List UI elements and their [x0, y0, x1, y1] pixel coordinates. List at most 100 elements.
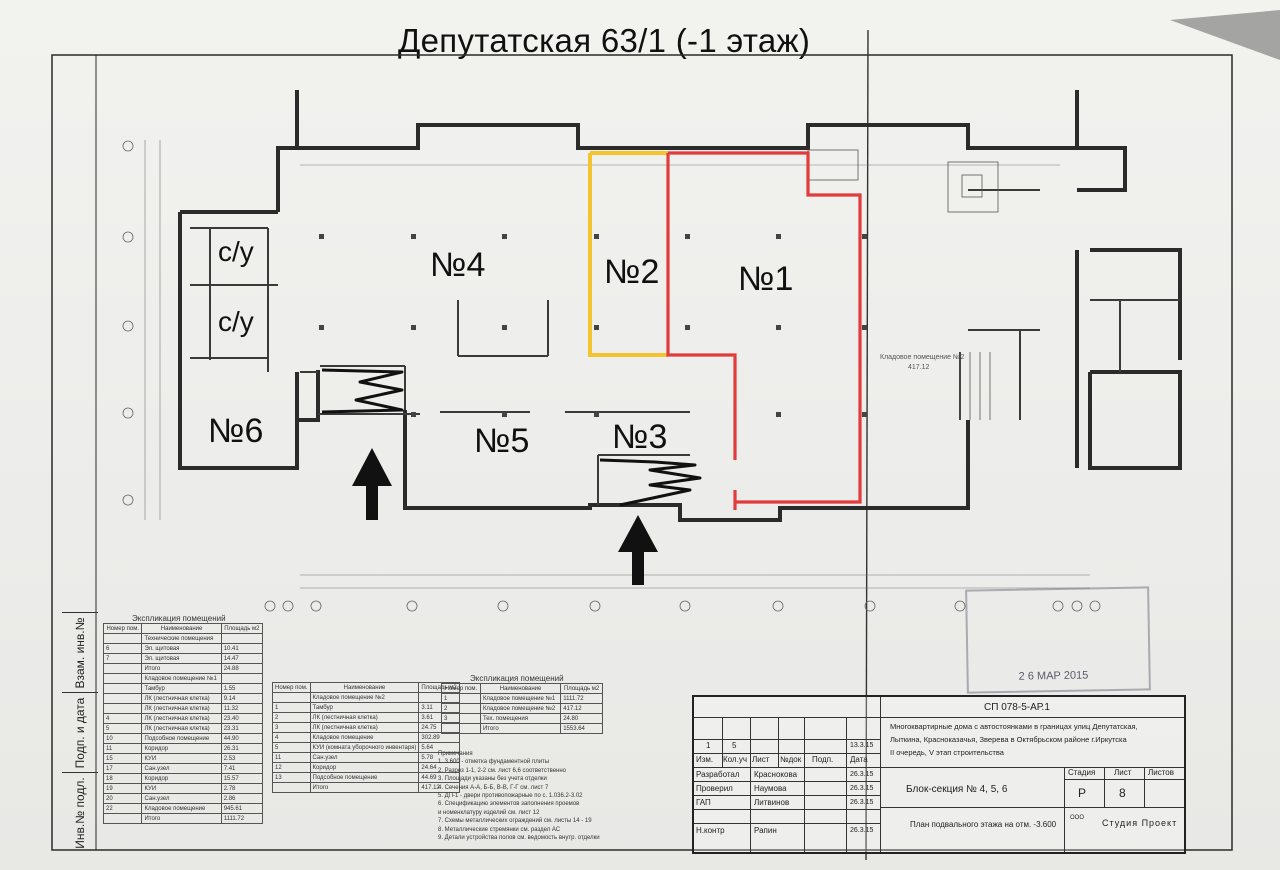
table-cell: Кладовое помещение №1 [141, 673, 222, 684]
block-section: Блок-секция № 4, 5, 6 [906, 784, 1008, 795]
room-3-label: №3 [612, 418, 668, 456]
date-developer: 26.3.15 [850, 771, 874, 778]
date-norm-control: 26.3.15 [850, 827, 874, 834]
table-cell: 13 [272, 772, 311, 783]
table-cell: 20 [102, 793, 143, 804]
note-line: 5. ДП-1 - двери противопожарные по с. 1.… [438, 793, 583, 800]
rooms-table-1: Номер пом. Наименование Площадь м2 Техни… [102, 623, 264, 824]
page-title: Депутатская 63/1 (-1 этаж) [398, 22, 811, 59]
interior-walls [190, 189, 1180, 505]
table-cell: 10.41 [220, 643, 264, 654]
table-1-header: Площадь м2 [220, 623, 264, 634]
unit-2-boundary [588, 151, 668, 357]
table-cell: 23.40 [220, 713, 264, 724]
table-cell: 1 [441, 693, 481, 704]
sheets-label: Листов [1148, 768, 1174, 777]
drawing-code: СП 078-5-АР.1 [984, 702, 1050, 713]
table-cell: 3 [441, 713, 481, 724]
table-row: ЛК (лестничная клетка)11.32 [102, 703, 264, 714]
table-cell [102, 693, 143, 704]
stairs [807, 149, 999, 420]
table-cell [220, 633, 264, 644]
table-3-header: Номер пом. [441, 683, 481, 694]
room-1-label: №1 [738, 260, 794, 298]
role-developer: Разработал [696, 770, 740, 779]
note-line: 8. Металлические стремянки см. раздел АС [438, 826, 561, 833]
table-cell: Кладовое помещение №1 [479, 693, 562, 704]
storage-2-area: 417.12 [908, 364, 930, 371]
table-cell [102, 703, 143, 714]
table-cell: Подсобное помещение [141, 733, 222, 744]
table-cell: 6 [102, 643, 143, 654]
room-5-label: №5 [474, 422, 530, 460]
date-gap: 26.3.15 [850, 799, 874, 806]
table-row: Технические помещения [102, 633, 264, 644]
table-cell: 24.88 [220, 663, 264, 674]
col-podp: Подп. [812, 755, 834, 764]
notes-heading: Примечания [438, 751, 473, 757]
table-cell: 7.41 [220, 763, 264, 774]
table-cell: Эл. щитовая [141, 643, 222, 654]
table-cell: Коридор [141, 773, 222, 784]
table-cell: Тех. помещения [479, 713, 562, 724]
wc-2-label: с/у [218, 306, 254, 337]
entry-arrow-left [352, 448, 392, 520]
table-cell: ЛК (лестничная клетка) [141, 713, 222, 724]
room-2-label: №2 [604, 253, 660, 291]
project-line-3: II очередь, V этап строительства [890, 748, 1004, 757]
table-cell: 1111.72 [220, 813, 264, 824]
table-cell [102, 633, 143, 644]
approval-stamp: 2 6 МАР 2015 [965, 586, 1151, 694]
table-cell: Кладовое помещение №2 [309, 692, 420, 703]
table-cell: Подсобное помещение [309, 772, 420, 783]
note-line: 9. Детали устройства полов см. ведомость… [438, 835, 600, 842]
corridor-scribble-left [321, 368, 404, 414]
sheet-frame [51, 54, 1233, 851]
org-name: Студия Проект [1102, 818, 1178, 828]
table-cell: Итого [309, 782, 420, 793]
table-1-header: Номер пом. [102, 623, 143, 634]
sheet-title: План подвального этажа на отм. -3.600 [910, 820, 1057, 829]
table-3-header: Наименование [479, 683, 562, 694]
table-cell [272, 782, 311, 793]
table-2-header: Наименование [309, 682, 420, 693]
storage-2-label: Кладовое помещение №2 [880, 354, 965, 361]
table-cell: 11 [272, 752, 311, 763]
table-cell: Коридор [141, 743, 222, 754]
side-cell-inv: Инв.№ подл. [62, 772, 98, 853]
sheet-label: Лист [1114, 768, 1132, 777]
col-ndok: №док [780, 755, 802, 764]
table-cell: 2.78 [220, 783, 264, 794]
table-cell: 10 [102, 733, 143, 744]
note-line: 7. Схемы металлических ограждений см. ли… [438, 818, 592, 825]
stamp-date: 2 6 МАР 2015 [1018, 669, 1089, 683]
name-norm-control: Рапин [754, 826, 777, 835]
table-2-header: Номер пом. [272, 682, 311, 693]
side-stamp-strip: Взам. инв.№ Подп. и дата Инв.№ подл. [62, 612, 98, 852]
table-cell [220, 673, 264, 684]
wc-1-label: с/у [218, 236, 254, 267]
table-cell: ЛК (лестничная клетка) [309, 722, 420, 733]
table-cell: КУИ [141, 783, 222, 794]
structural-columns [319, 234, 867, 417]
project-line-2: Лыткина, Красноказачья, Зверева в Октябр… [890, 735, 1127, 744]
room-4-label: №4 [430, 246, 486, 284]
table-cell: 18 [102, 773, 143, 784]
table-cell: Итого [479, 723, 562, 734]
table-cell: 417.12 [560, 703, 603, 714]
table-cell: 417.12 [418, 782, 460, 793]
table-cell: Итого [141, 663, 222, 674]
